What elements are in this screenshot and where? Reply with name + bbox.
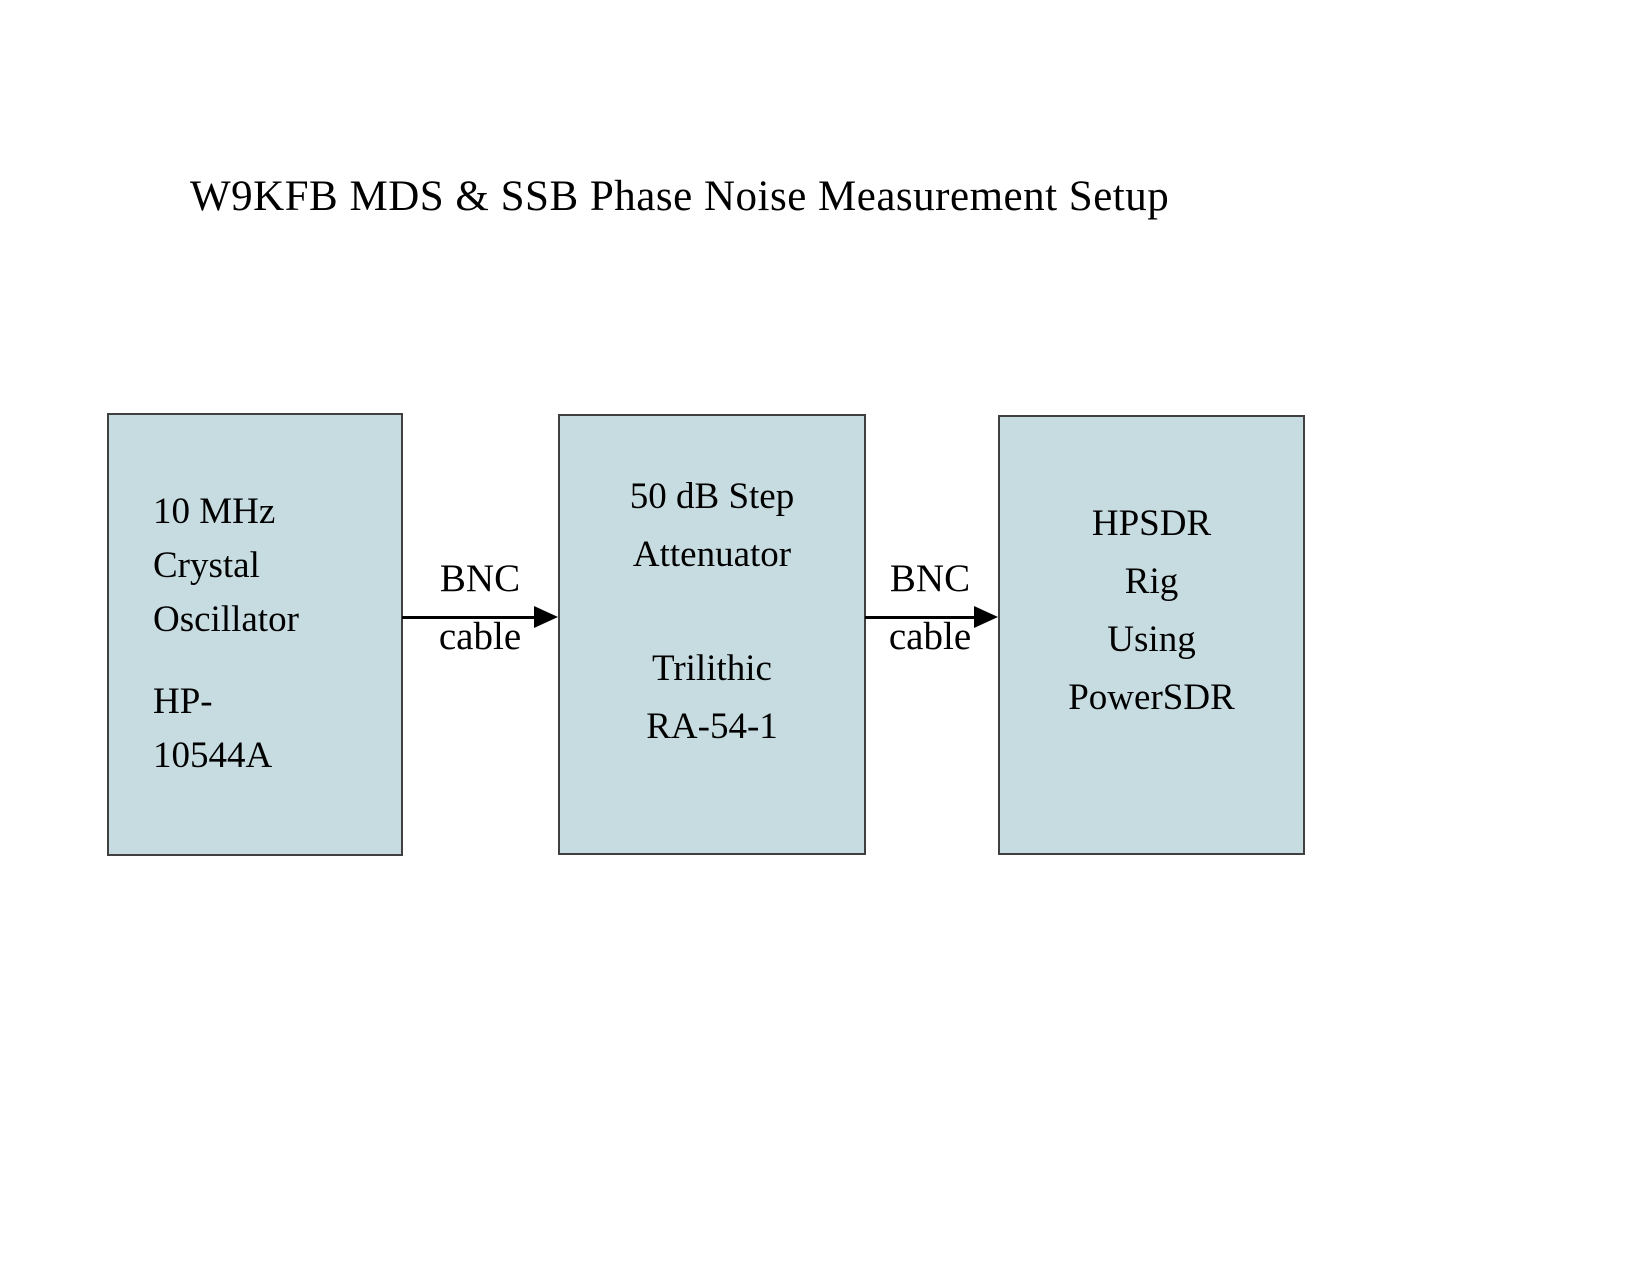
node-line: 50 dB Step <box>629 476 795 517</box>
node-line: Trilithic <box>652 648 772 689</box>
node-line: Using <box>1107 619 1196 660</box>
node-line: Attenuator <box>632 534 792 575</box>
node-subgroup: HP- 10544A <box>153 675 393 783</box>
cable-label-line: BNC <box>439 557 521 600</box>
node-line: Oscillator <box>153 599 299 640</box>
cable-label-line: cable <box>438 615 522 658</box>
node-line: 10544A <box>153 735 273 776</box>
bnc-cable-label-1: BNC cable <box>400 550 560 666</box>
node-subgroup: Trilithic RA-54-1 <box>568 640 856 756</box>
node-crystal-oscillator: 10 MHz Crystal Oscillator HP- 10544A <box>107 413 403 856</box>
node-line: 10 MHz <box>153 491 276 532</box>
arrowhead-icon <box>534 606 558 628</box>
node-line: Crystal <box>153 545 260 586</box>
node-line: HP- <box>153 681 213 722</box>
node-hpsdr-rig: HPSDR Rig Using PowerSDR <box>998 415 1305 855</box>
node-line: HPSDR <box>1091 503 1212 544</box>
cable-label-line: BNC <box>889 557 971 600</box>
node-line: PowerSDR <box>1068 677 1235 718</box>
node-step-attenuator: 50 dB Step Attenuator Trilithic RA-54-1 <box>558 414 866 855</box>
node-line: Rig <box>1124 561 1179 602</box>
diagram-title: W9KFB MDS & SSB Phase Noise Measurement … <box>190 173 1170 220</box>
cable-label-line: cable <box>888 615 972 658</box>
bnc-cable-wire-2 <box>865 616 988 619</box>
bnc-cable-wire-1 <box>402 616 548 619</box>
bnc-cable-label-2: BNC cable <box>858 550 1002 666</box>
node-line: RA-54-1 <box>646 706 778 747</box>
arrowhead-icon <box>974 606 998 628</box>
